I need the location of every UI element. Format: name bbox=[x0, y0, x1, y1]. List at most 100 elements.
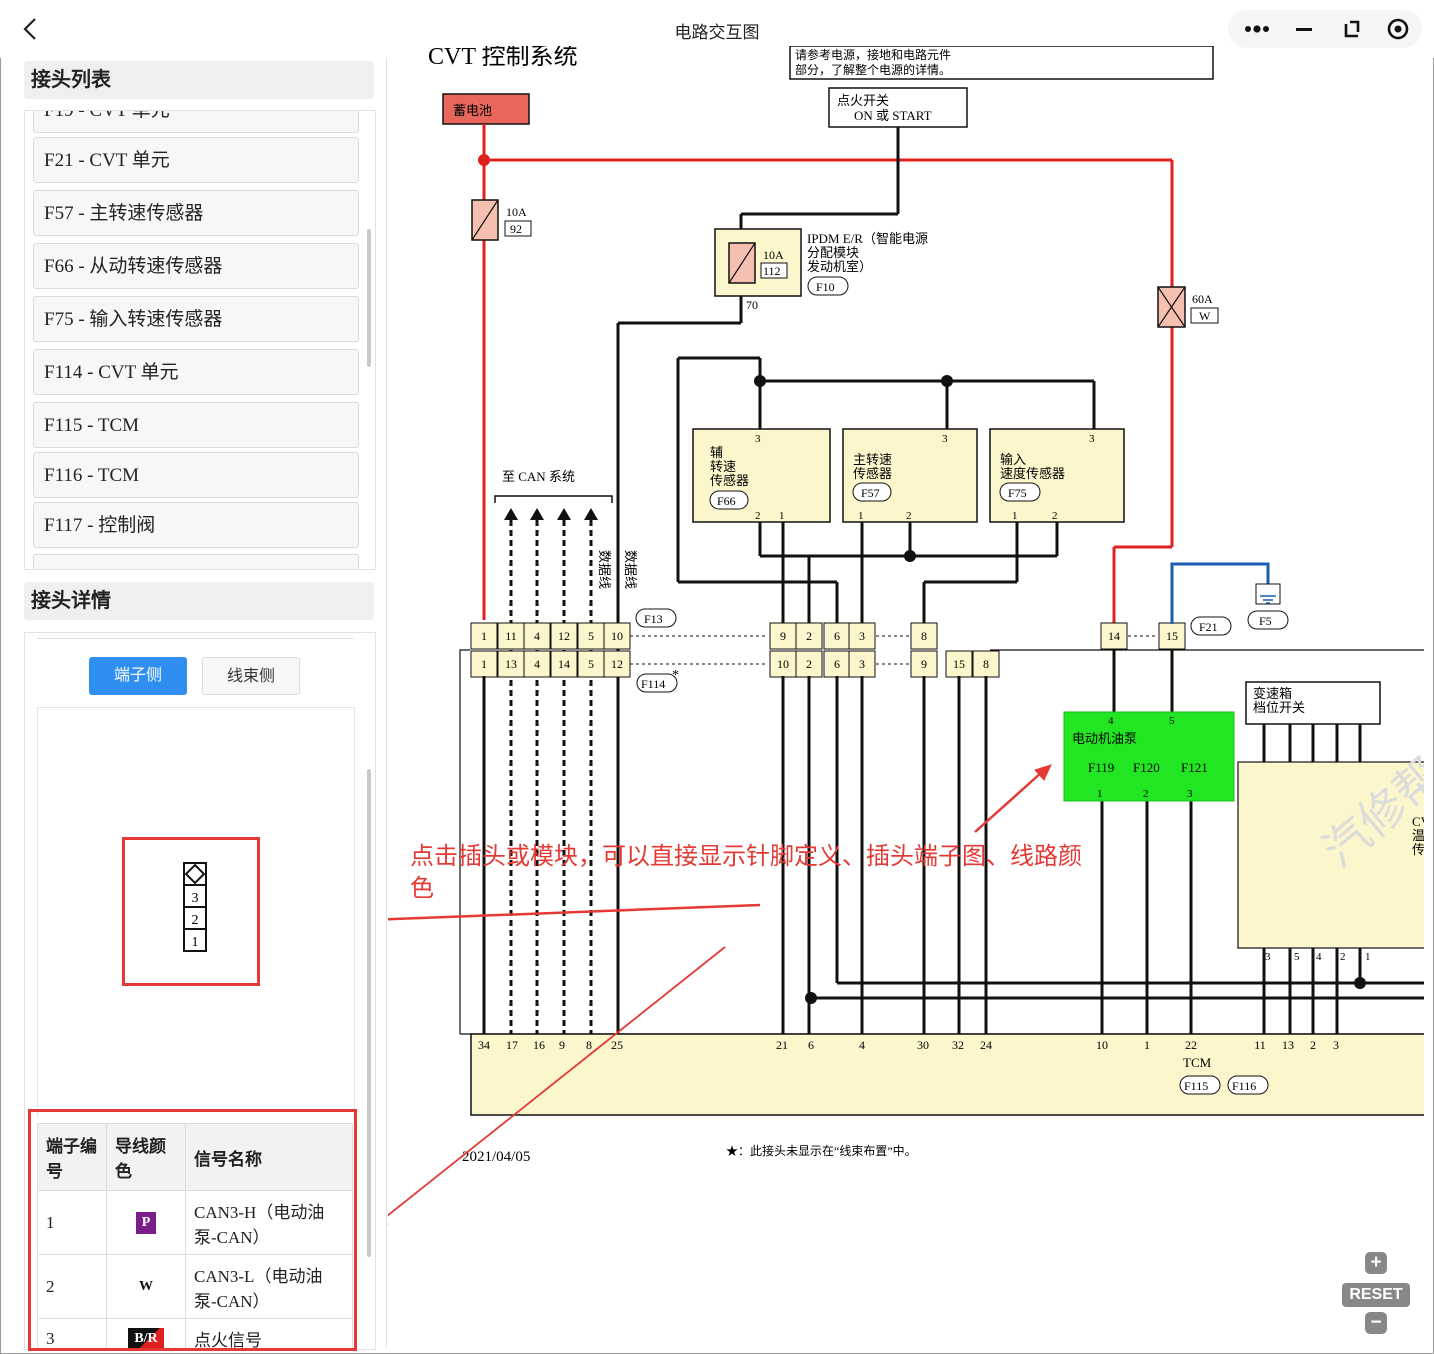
reset-button[interactable]: RESET bbox=[1342, 1283, 1410, 1307]
ignition-wires[interactable] bbox=[616, 127, 900, 1040]
connector-pin-cell[interactable] bbox=[795, 622, 823, 650]
tab-harness-side[interactable]: 线束侧 bbox=[202, 657, 300, 695]
ignition-switch-box[interactable] bbox=[828, 87, 968, 128]
connector-item-f115[interactable]: F115 - TCM bbox=[33, 402, 359, 448]
connector-pin-cell[interactable] bbox=[848, 622, 876, 650]
connector-list-scrollbar[interactable] bbox=[367, 229, 371, 367]
connector-item-f66[interactable]: F66 - 从动转速传感器 bbox=[33, 243, 359, 289]
connector-tag-f5[interactable] bbox=[1247, 610, 1289, 630]
cell-color: B/R bbox=[106, 1318, 186, 1349]
diagram-date: 2021/04/05 bbox=[462, 1149, 530, 1165]
sensor-pin-label: 3 bbox=[755, 433, 761, 445]
tcm-pin-number: 34 bbox=[478, 1038, 490, 1052]
ground-symbol-box[interactable] bbox=[1255, 583, 1281, 605]
restore-window-icon[interactable] bbox=[1328, 10, 1376, 48]
wire-junction bbox=[805, 992, 817, 1004]
cvt-temp-sensor-block[interactable] bbox=[1237, 761, 1424, 949]
connector-item-next[interactable] bbox=[33, 554, 359, 569]
connector-pin-cell[interactable] bbox=[603, 650, 631, 678]
ipdm-module[interactable] bbox=[714, 228, 802, 297]
connector-item-f21[interactable]: F21 - CVT 单元 bbox=[33, 137, 359, 183]
connector-tag-f10[interactable] bbox=[807, 276, 849, 296]
wiring-diagram[interactable]: CVT 控制系统 请参考电源，接地和电路元件部分，了解整个电源的详情。 点火开关… bbox=[388, 46, 1424, 1348]
connector-item-f114[interactable]: F114 - CVT 单元 bbox=[33, 349, 359, 395]
minimize-icon[interactable] bbox=[1280, 10, 1328, 48]
table-row[interactable]: 2 W CAN3-L（电动油泵-CAN） bbox=[37, 1254, 353, 1319]
ground-icon bbox=[1260, 595, 1276, 604]
connector-pin-cell[interactable] bbox=[577, 622, 605, 650]
input-speed-sensor[interactable] bbox=[989, 428, 1125, 523]
main-speed-sensor[interactable] bbox=[842, 428, 978, 523]
zoom-in-button[interactable]: + bbox=[1365, 1252, 1387, 1274]
connector-pin-cell[interactable] bbox=[910, 622, 938, 650]
connector-pin-cell[interactable] bbox=[470, 622, 498, 650]
window-controls bbox=[1228, 10, 1422, 48]
tab-terminal-side[interactable]: 端子侧 bbox=[89, 657, 187, 695]
wiring-diagram-svg[interactable]: CVT 控制系统 请参考电源，接地和电路元件部分，了解整个电源的详情。 点火开关… bbox=[388, 46, 1424, 1348]
fuse-symbol-line bbox=[728, 242, 756, 284]
tcm-pin-number: 2 bbox=[1310, 1038, 1316, 1052]
connector-item-f19[interactable]: F19 - CVT 单元 bbox=[33, 111, 359, 133]
more-options-icon[interactable] bbox=[1232, 10, 1280, 48]
connector-list[interactable]: F19 - CVT 单元 F21 - CVT 单元 F57 - 主转速传感器 F… bbox=[24, 110, 376, 570]
connector-item-f116[interactable]: F116 - TCM bbox=[33, 452, 359, 498]
connector-item-f57[interactable]: F57 - 主转速传感器 bbox=[33, 190, 359, 236]
connector-terminal-diagram[interactable]: 3 2 1 bbox=[38, 708, 354, 1118]
connector-pin-cell[interactable] bbox=[910, 650, 938, 678]
tcm-module[interactable] bbox=[470, 1033, 1424, 1116]
ipdm-pin: 70 bbox=[746, 298, 758, 312]
connector-pin-cell[interactable] bbox=[603, 622, 631, 650]
connector-pin-cell[interactable] bbox=[823, 650, 851, 678]
highlight-connector-box bbox=[122, 837, 260, 986]
back-arrow-icon[interactable] bbox=[18, 16, 44, 42]
connector-pin-cell[interactable] bbox=[550, 622, 578, 650]
connector-tag-f114[interactable] bbox=[636, 673, 678, 693]
fuse-symbol-line bbox=[471, 199, 499, 241]
range-pin-label: 3 bbox=[1265, 951, 1271, 963]
connector-item-f117[interactable]: F117 - 控制阀 bbox=[33, 502, 359, 548]
can-bracket bbox=[494, 495, 613, 503]
tcm-label: TCM bbox=[1183, 1055, 1212, 1070]
connector-pin-cell[interactable] bbox=[497, 622, 525, 650]
table-row[interactable]: 3 B/R 点火信号 bbox=[37, 1318, 353, 1349]
connector-pin-cell[interactable] bbox=[523, 650, 551, 678]
connector-pin-cell[interactable] bbox=[577, 650, 605, 678]
sensor-pin-label: 2 bbox=[755, 510, 761, 522]
connector-pin-cell[interactable] bbox=[1100, 622, 1128, 650]
close-target-icon[interactable] bbox=[1374, 10, 1422, 48]
can-data-lines[interactable] bbox=[509, 520, 593, 1040]
connector-pin-number: 8 bbox=[983, 657, 989, 671]
connector-pin-cell[interactable] bbox=[523, 622, 551, 650]
connector-pin-cell[interactable] bbox=[945, 650, 973, 678]
detail-panel-scrollbar[interactable] bbox=[367, 769, 371, 1257]
diagram-footnote: ★：此接头未显示在“线束布置”中。 bbox=[726, 1143, 917, 1158]
connector-tag-f66[interactable] bbox=[709, 490, 749, 510]
oil-pump-connector[interactable]: F120 bbox=[1133, 760, 1160, 775]
connector-pin-cell[interactable] bbox=[848, 650, 876, 678]
connector-pin-cell[interactable] bbox=[972, 650, 1000, 678]
zoom-out-button[interactable]: − bbox=[1365, 1312, 1387, 1334]
arrow-up-icon bbox=[557, 508, 571, 520]
connector-tag-f75[interactable] bbox=[999, 482, 1041, 502]
sensor-label: 主转速 bbox=[853, 452, 892, 467]
connector-pin-cell[interactable] bbox=[550, 650, 578, 678]
electric-oil-pump-module[interactable] bbox=[1063, 711, 1235, 802]
connector-tag-f115[interactable] bbox=[1179, 1075, 1221, 1095]
connector-tag-f13[interactable] bbox=[635, 608, 677, 628]
tcm-wires[interactable] bbox=[482, 650, 1424, 1040]
power-wires[interactable] bbox=[482, 124, 1174, 624]
battery-box[interactable] bbox=[442, 93, 530, 125]
table-row[interactable]: 1 P CAN3-H（电动油泵-CAN） bbox=[37, 1190, 353, 1255]
shield-wire[interactable] bbox=[1170, 562, 1270, 624]
connector-tag-f21[interactable] bbox=[1190, 616, 1232, 636]
connector-pin-box[interactable] bbox=[183, 928, 207, 952]
oil-pump-connector[interactable]: F119 bbox=[1088, 760, 1114, 775]
connector-pin-number: 6 bbox=[834, 657, 840, 671]
range-switch-box[interactable] bbox=[1245, 681, 1381, 725]
connector-tag-f116[interactable] bbox=[1227, 1075, 1269, 1095]
connector-item-f75[interactable]: F75 - 输入转速传感器 bbox=[33, 296, 359, 342]
sensor-wires[interactable] bbox=[676, 356, 1096, 624]
connector-tag-f57[interactable] bbox=[852, 482, 892, 502]
oil-pump-connector[interactable]: F121 bbox=[1181, 760, 1208, 775]
